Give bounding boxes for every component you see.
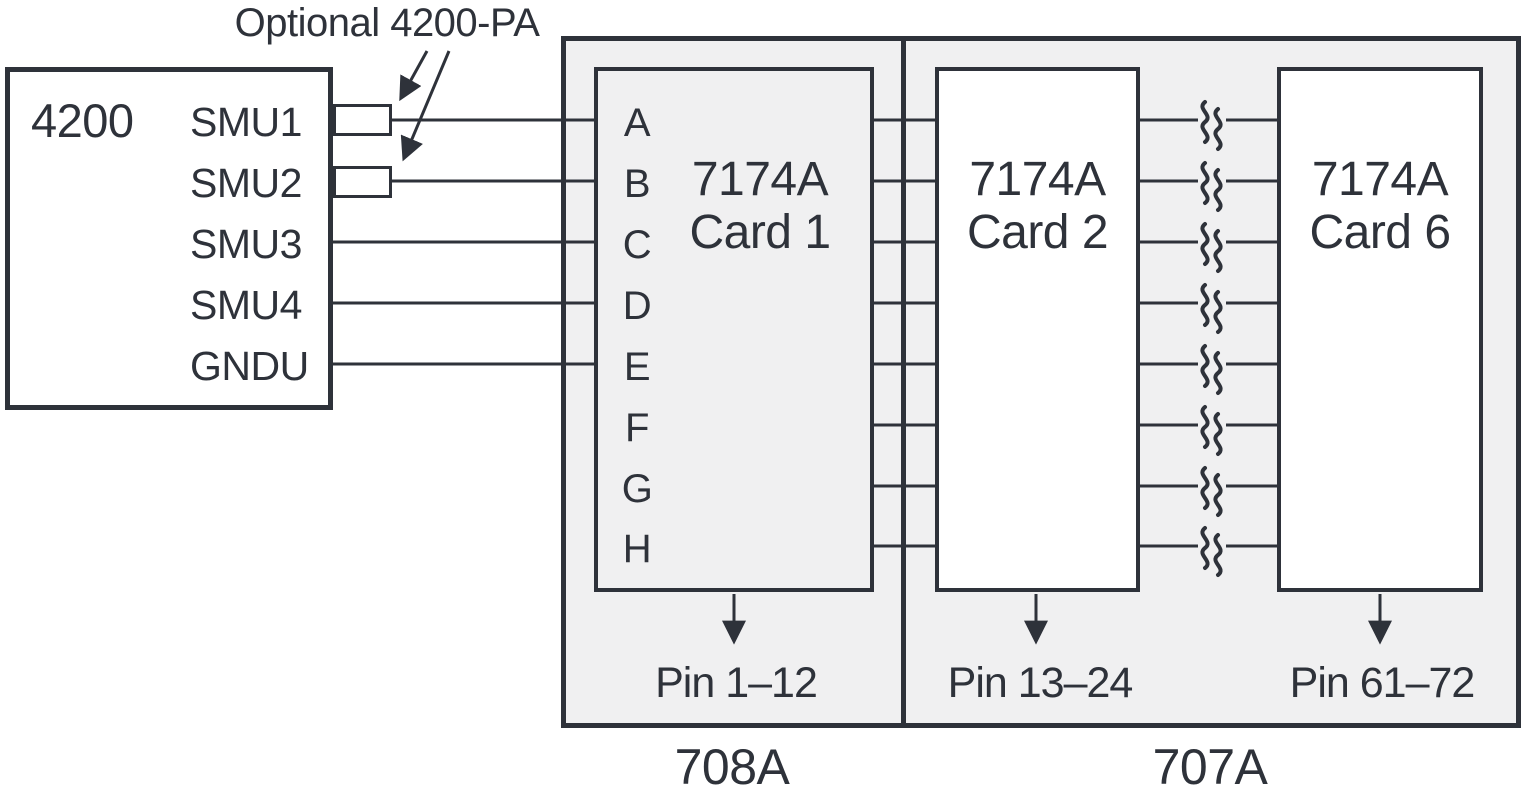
- annotation-arrow-smu2-icon: [400, 50, 451, 162]
- port-label-smu2: SMU2: [190, 160, 302, 206]
- pin-range-card1: Pin 1–12: [655, 659, 818, 707]
- card2-model: 7174A: [969, 153, 1106, 206]
- port-label-smu4: SMU4: [190, 282, 302, 328]
- port-label-smu3: SMU3: [190, 221, 302, 267]
- row-label-a: A: [623, 101, 651, 145]
- mainframe-label-708a: 708A: [674, 739, 790, 795]
- port-label-gndu: GNDU: [190, 343, 309, 389]
- row-label-g: G: [621, 467, 653, 511]
- row-label-d: D: [622, 284, 652, 328]
- card2-title: 7174A Card 2: [933, 153, 1142, 259]
- annotation-arrows: [399, 50, 451, 162]
- card1-title: 7174A Card 1: [640, 153, 880, 259]
- port-label-smu1: SMU1: [190, 99, 302, 145]
- card2-box: [935, 67, 1140, 592]
- row-label-f: F: [625, 406, 649, 450]
- instrument-4200-box: [5, 67, 333, 410]
- smu-wires: [330, 118, 598, 366]
- card1-box: [594, 67, 874, 592]
- pin-range-card2: Pin 13–24: [947, 659, 1134, 707]
- pin-range-card6: Pin 61–72: [1289, 659, 1476, 707]
- card1-model: 7174A: [691, 153, 829, 206]
- card6-box: [1277, 67, 1483, 592]
- card6-name: Card 6: [1309, 206, 1451, 259]
- card2-name: Card 2: [966, 206, 1109, 259]
- mainframe-708a-707a-divider: [901, 36, 906, 728]
- mainframe-label-707a: 707A: [1152, 739, 1268, 795]
- annotation-arrow-smu1-icon: [399, 50, 429, 102]
- card6-model: 7174A: [1311, 153, 1449, 206]
- preamp-4200pa-smu1-box: [333, 104, 392, 136]
- row-label-e: E: [623, 345, 651, 389]
- card1-name: Card 1: [689, 206, 831, 259]
- row-label-b: B: [623, 162, 651, 206]
- row-label-c: C: [622, 223, 652, 267]
- optional-preamp-label: Optional 4200-PA: [234, 1, 540, 45]
- row-label-h: H: [622, 527, 652, 571]
- instrument-title: 4200: [31, 94, 134, 147]
- card6-title: 7174A Card 6: [1275, 153, 1485, 259]
